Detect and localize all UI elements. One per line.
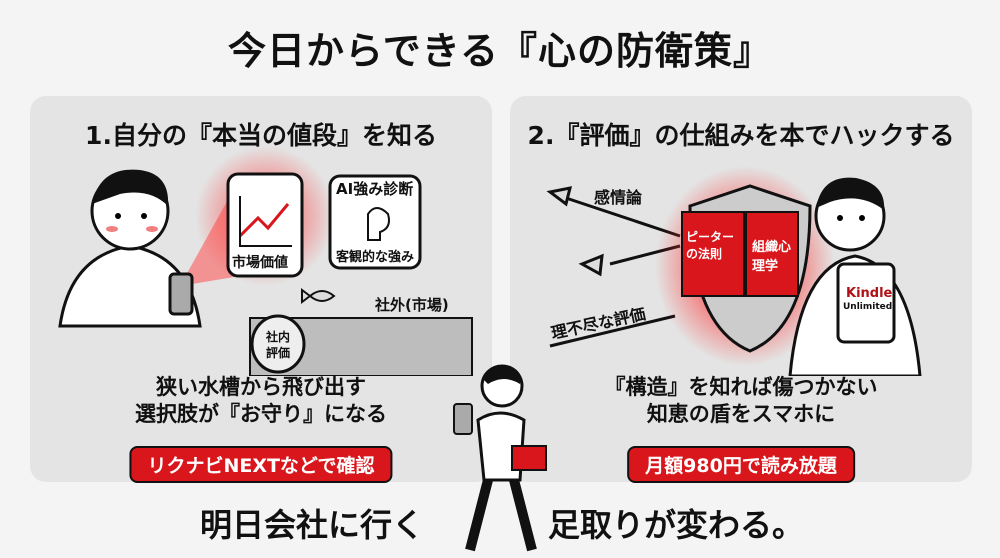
- tablet-brand: Kindle: [846, 286, 893, 301]
- book-title-right: 組織心理学: [752, 240, 792, 274]
- left-body: 狭い水槽から飛び出す 選択肢が『お守り』になる: [30, 374, 492, 428]
- phone-label: 市場価値: [232, 255, 288, 271]
- phone-chart-icon: [226, 172, 304, 278]
- body-line: 『構造』を知れば傷つかない: [604, 375, 878, 399]
- arrow-icons: [546, 186, 681, 348]
- page-title: 今日からできる『心の防衛策』: [227, 29, 773, 73]
- outside-label: 社外(市場): [375, 296, 449, 314]
- arrow-label-1: 感情論: [594, 188, 643, 207]
- right-cta-button[interactable]: 月額980円で読み放題: [627, 446, 855, 483]
- left-panel: 1.自分の『本当の値段』を知る 市場価値 AI強み診断 客観的な強み 社外(市場…: [30, 96, 492, 483]
- book-icon: [681, 211, 799, 297]
- right-body: 『構造』を知れば傷つかない 知恵の盾をスマホに: [510, 374, 972, 428]
- fishbowl-icon: [250, 314, 306, 374]
- bowl-label-1: 社内: [266, 330, 291, 344]
- tablet-icon: [836, 262, 896, 344]
- shield-illustration: [546, 166, 922, 376]
- body-line: 選択肢が『お守り』になる: [135, 402, 387, 426]
- book-title-left: ピーターの法則: [686, 230, 735, 261]
- right-heading: 2.『評価』の仕組みを本でハックする: [527, 121, 955, 150]
- tablet-sub: Unlimited: [843, 302, 893, 312]
- left-cta-button[interactable]: リクナビNEXTなどで確認: [129, 446, 393, 483]
- footer-left: 明日会社に行く: [200, 506, 425, 544]
- walking-man-icon: [453, 364, 547, 552]
- footer-right: 足取りが変わる。: [548, 506, 805, 544]
- body-line: 知恵の盾をスマホに: [646, 402, 836, 426]
- body-line: 狭い水槽から飛び出す: [156, 375, 366, 399]
- bowl-label-2: 評価: [266, 346, 291, 360]
- man-with-phone-icon: [58, 169, 202, 328]
- fish-icon: [301, 288, 336, 304]
- bubble-caption: 客観的な強み: [336, 250, 415, 265]
- right-panel: 2.『評価』の仕組みを本でハックする 感情論 理不尽な評価 ピーターの法則 組織…: [510, 96, 972, 483]
- speech-bubble: [328, 174, 422, 270]
- market-value-illustration: [58, 146, 473, 376]
- brain-head-icon: [367, 207, 390, 241]
- left-heading: 1.自分の『本当の値段』を知る: [85, 121, 437, 150]
- bubble-title: AI強み診断: [336, 180, 414, 198]
